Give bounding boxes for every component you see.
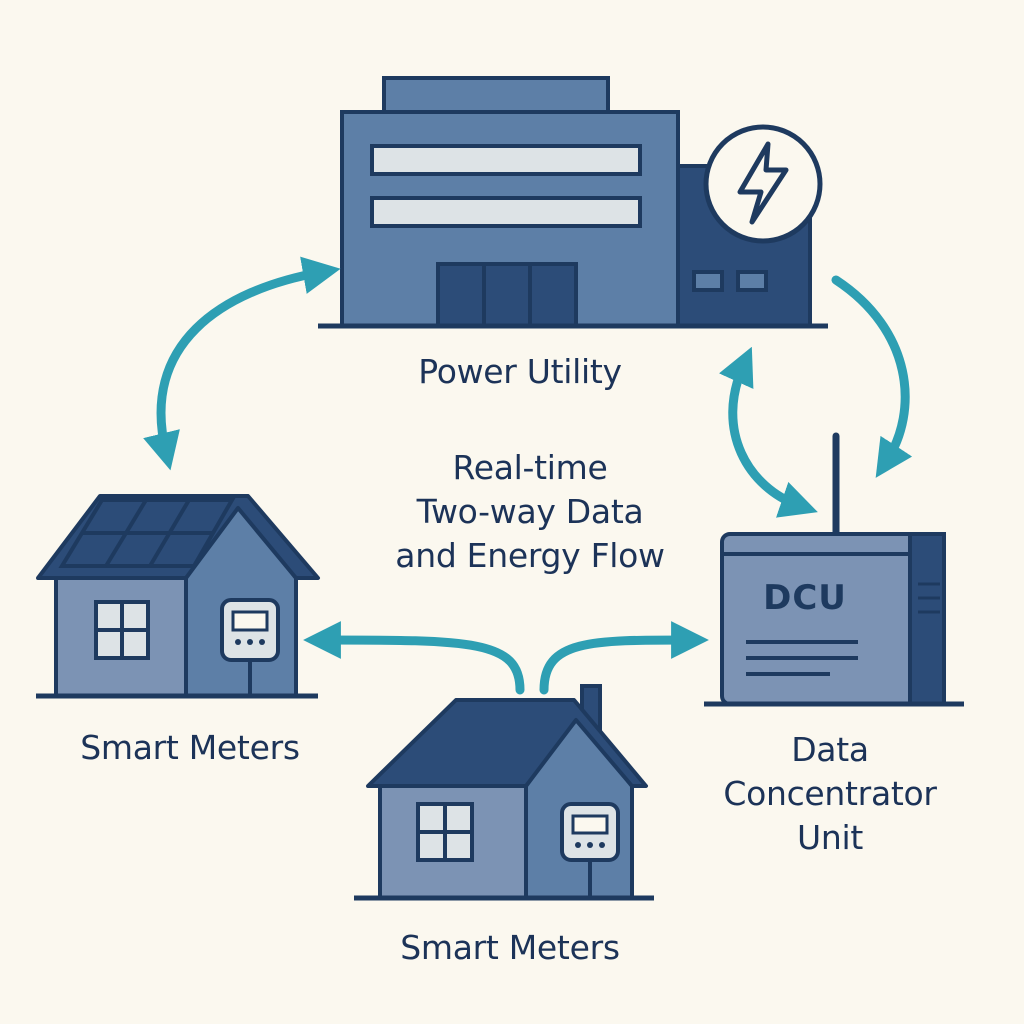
dcu-label-line-2: Concentrator	[723, 774, 937, 813]
flow-arrow-icon	[303, 621, 525, 695]
bottom-house-roof	[366, 698, 648, 788]
dcu-side-panel	[908, 532, 946, 706]
annex-window-1	[692, 270, 724, 292]
smart-meter-icon	[560, 802, 620, 898]
dcu-label-line-3: Unit	[797, 818, 863, 857]
smart-meters-left-label: Smart Meters	[0, 726, 380, 770]
center-caption-line-2: Two-way Data	[416, 492, 644, 531]
power-utility-text: Power Utility	[418, 352, 622, 391]
smart-meters-bottom-label: Smart Meters	[300, 926, 720, 970]
dcu-label: Data Concentrator Unit	[660, 728, 1000, 860]
lightning-bolt-icon	[703, 124, 823, 244]
building-roof-block	[382, 76, 610, 114]
smart-meters-left-text: Smart Meters	[80, 728, 300, 767]
house-with-solar-panel-icon	[36, 494, 320, 699]
flow-arrow-icon	[718, 346, 818, 518]
dcu-label-line-1: Data	[791, 730, 869, 769]
building-stripe-2	[370, 196, 642, 228]
annex-window-2	[736, 270, 768, 292]
flow-arrow-icon	[143, 256, 341, 471]
smart-meter-icon	[220, 598, 280, 696]
data-concentrator-device-icon	[704, 432, 964, 707]
flow-arrows	[143, 256, 913, 695]
smart-meters-bottom-text: Smart Meters	[400, 928, 620, 967]
power-utility-label: Power Utility	[300, 350, 740, 394]
dcu-device-text: DCU	[763, 578, 847, 618]
center-caption-line-1: Real-time	[452, 448, 608, 487]
building-door	[436, 262, 578, 328]
center-caption-line-3: and Energy Flow	[395, 536, 665, 575]
flow-arrow-icon	[539, 621, 709, 695]
center-caption: Real-time Two-way Data and Energy Flow	[330, 446, 730, 578]
flow-arrow-icon	[831, 275, 913, 478]
building-stripe-1	[370, 144, 642, 176]
